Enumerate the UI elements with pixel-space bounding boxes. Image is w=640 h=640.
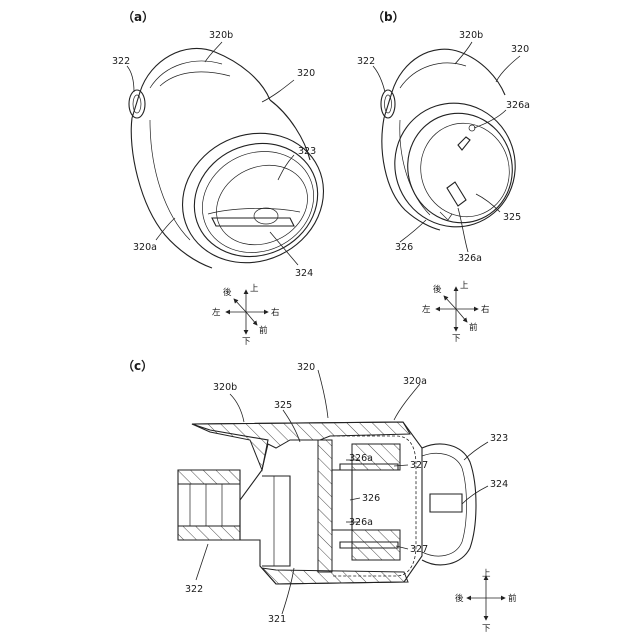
direction-cross-a: 上 後 右 左 前 下 (212, 284, 280, 347)
panel-b: （b） 320b 322 320 326a (357, 9, 531, 264)
label-c-321: 321 (268, 614, 286, 625)
dir-a-right: 右 (271, 307, 280, 318)
label-b-326a-bottom: 326a (458, 253, 482, 264)
label-c-320: 320 (297, 362, 315, 373)
label-c-326a-bottom: 326a (349, 517, 373, 528)
direction-cross-c: 上 後 前 下 (455, 569, 517, 634)
dir-b-left: 左 (422, 304, 431, 315)
label-c-320a: 320a (403, 376, 427, 387)
dir-b-front: 前 (469, 322, 478, 333)
dir-a-back: 後 (223, 287, 232, 298)
dir-a-left: 左 (212, 307, 221, 318)
label-b-326: 326 (395, 242, 413, 253)
dir-c-front: 前 (508, 593, 517, 604)
panel-c: （c） (122, 358, 508, 625)
dir-b-up: 上 (460, 281, 469, 291)
dir-c-back: 後 (455, 593, 464, 604)
label-c-326a-top: 326a (349, 453, 373, 464)
dir-b-down: 下 (452, 334, 461, 344)
label-c-327-bottom: 327 (410, 544, 428, 555)
connector-cross-section (178, 422, 476, 584)
label-a-320b: 320b (209, 30, 233, 41)
label-a-320: 320 (297, 68, 315, 79)
panel-a: （a） (112, 9, 345, 286)
label-a-324: 324 (295, 268, 313, 279)
dir-c-up: 上 (482, 569, 491, 579)
dir-a-down: 下 (242, 337, 251, 347)
panel-label-c: （c） (122, 358, 153, 373)
label-c-324: 324 (490, 479, 508, 490)
direction-cross-b: 上 後 右 左 前 下 (422, 281, 490, 344)
dir-b-right: 右 (481, 304, 490, 315)
dir-b-back: 後 (433, 284, 442, 295)
label-b-320: 320 (511, 44, 529, 55)
label-b-326a-top: 326a (506, 100, 530, 111)
label-b-320b: 320b (459, 30, 483, 41)
dir-c-down: 下 (482, 624, 491, 634)
connector-perspective-a (129, 48, 345, 285)
panel-label-b: （b） (372, 9, 405, 24)
label-c-327-top: 327 (410, 460, 428, 471)
panel-label-a: （a） (122, 9, 154, 24)
label-a-320a: 320a (133, 242, 157, 253)
label-c-320b: 320b (213, 382, 237, 393)
label-c-325: 325 (274, 400, 292, 411)
label-c-326: 326 (362, 493, 380, 504)
dir-a-front: 前 (259, 325, 268, 336)
label-b-322: 322 (357, 56, 375, 67)
label-c-323: 323 (490, 433, 508, 444)
label-c-322: 322 (185, 584, 203, 595)
dir-a-up: 上 (250, 284, 259, 294)
label-a-322: 322 (112, 56, 130, 67)
label-b-325: 325 (503, 212, 521, 223)
label-a-323: 323 (298, 146, 316, 157)
